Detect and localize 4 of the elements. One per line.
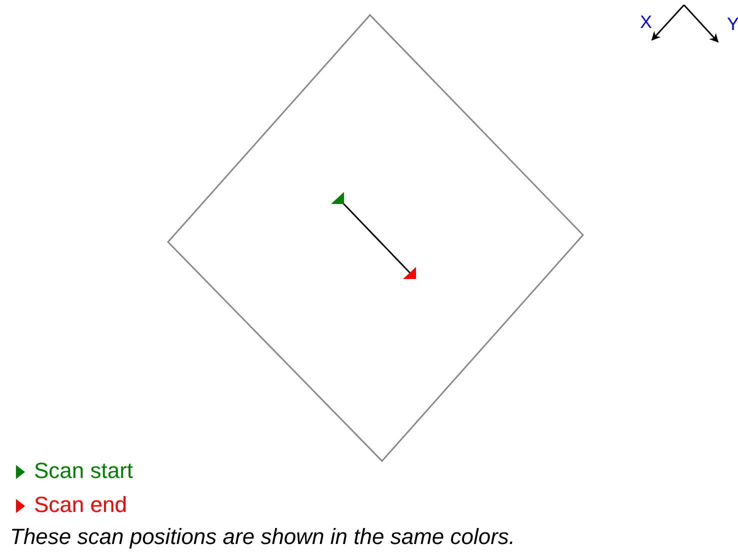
axis-label: X bbox=[640, 12, 652, 33]
legend-text: Scan end bbox=[34, 492, 127, 518]
caption: These scan positions are shown in the same colors. bbox=[10, 524, 516, 550]
legend-text: Scan start bbox=[34, 458, 134, 484]
